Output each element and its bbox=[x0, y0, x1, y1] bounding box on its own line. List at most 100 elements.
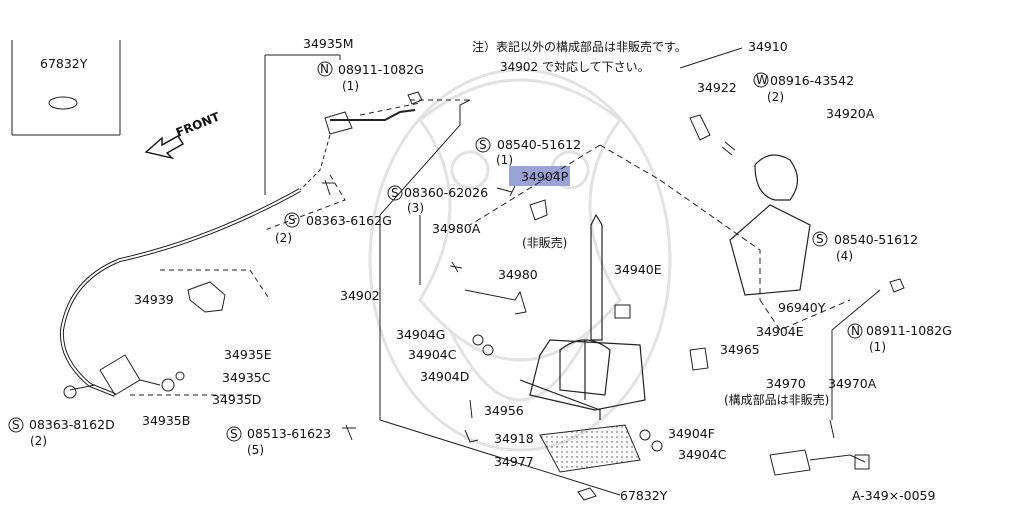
label-34970[interactable]: 34970 bbox=[766, 376, 806, 391]
washer-34904f bbox=[639, 429, 651, 441]
label-08363-mid[interactable]: 08363-6162G bbox=[306, 213, 392, 228]
qty-08540-right: (4) bbox=[836, 249, 853, 263]
screw-08540-mid[interactable]: S 08540-51612 (1) bbox=[475, 137, 581, 193]
label-34904g[interactable]: 34904G bbox=[396, 327, 445, 342]
prefix-n-right: N bbox=[851, 324, 860, 338]
label-34956[interactable]: 34956 bbox=[484, 403, 524, 418]
prefix-s-08363-mid: S bbox=[288, 213, 296, 227]
label-34910[interactable]: 34910 bbox=[748, 39, 788, 54]
label-34904c-mid[interactable]: 34904C bbox=[408, 347, 457, 362]
rod-34980 bbox=[464, 289, 527, 315]
label-34918[interactable]: 34918 bbox=[494, 431, 534, 446]
washer-34935c bbox=[175, 371, 185, 381]
boot-34918 bbox=[539, 424, 641, 473]
label-34904p-text[interactable]: 34904P bbox=[521, 169, 569, 184]
bracket-34904p bbox=[529, 199, 548, 221]
label-34935d[interactable]: 34935D bbox=[212, 392, 261, 407]
label-34940e[interactable]: 34940E bbox=[614, 262, 662, 277]
nut-08911-right[interactable]: N 08911-1082G (1) bbox=[847, 278, 952, 354]
label-34920a[interactable]: 34920A bbox=[826, 106, 875, 121]
label-08911-right[interactable]: 08911-1082G bbox=[866, 323, 952, 338]
prefix-n-top: N bbox=[320, 62, 329, 76]
label-08916[interactable]: 08916-43542 bbox=[770, 73, 854, 88]
label-67832y-bot[interactable]: 67832Y bbox=[620, 488, 668, 503]
bolt-08360[interactable]: S 08360-62026 (3) bbox=[387, 185, 488, 285]
cable-34935m bbox=[59, 54, 470, 397]
label-not-sold: (非販売) bbox=[522, 235, 567, 250]
label-08540-mid[interactable]: 08540-51612 bbox=[497, 137, 581, 152]
nut-08911-top[interactable]: N 08911-1082G (1) bbox=[317, 61, 424, 105]
label-34904f[interactable]: 34904F bbox=[668, 426, 715, 441]
note-line-2: 34902 で対応して下さい。 bbox=[500, 60, 650, 74]
qty-08513: (5) bbox=[247, 443, 264, 457]
label-34904d[interactable]: 34904D bbox=[420, 369, 469, 384]
washer-34935d bbox=[161, 378, 175, 392]
grommet-67832y[interactable] bbox=[48, 96, 78, 110]
label-34980[interactable]: 34980 bbox=[498, 267, 538, 282]
prefix-w: W bbox=[756, 73, 768, 87]
clip-34977 bbox=[464, 429, 479, 443]
label-34922[interactable]: 34922 bbox=[697, 80, 737, 95]
qty-08363-bot: (2) bbox=[30, 434, 47, 448]
arrow-icon bbox=[144, 135, 184, 160]
label-34970a[interactable]: 34970A bbox=[828, 376, 877, 391]
front-label: FRONT bbox=[174, 109, 223, 139]
qty-08916: (2) bbox=[767, 90, 784, 104]
label-34965[interactable]: 34965 bbox=[720, 342, 760, 357]
knob-34910 bbox=[754, 154, 799, 201]
label-08360[interactable]: 08360-62026 bbox=[404, 185, 488, 200]
pin-34910 bbox=[689, 114, 711, 141]
label-34935c[interactable]: 34935C bbox=[222, 370, 271, 385]
washer-34904d bbox=[482, 344, 494, 356]
cable-end-assembly bbox=[63, 354, 161, 399]
prefix-s-08363-bot: S bbox=[12, 418, 20, 432]
label-34902[interactable]: 34902 bbox=[340, 288, 380, 303]
label-08363-bot[interactable]: 08363-8162D bbox=[29, 417, 115, 432]
prefix-s-08540-right: S bbox=[816, 232, 824, 246]
label-96940y[interactable]: 96940Y bbox=[778, 300, 826, 315]
label-08911-top[interactable]: 08911-1082G bbox=[338, 62, 424, 77]
switch-34970 bbox=[769, 289, 881, 476]
qty-08363-mid: (2) bbox=[275, 231, 292, 245]
bolt-08363-mid[interactable]: S 08363-6162G (2) bbox=[275, 179, 392, 245]
label-08540-right[interactable]: 08540-51612 bbox=[834, 232, 918, 247]
label-34980a[interactable]: 34980A bbox=[432, 221, 481, 236]
grommet-67832y-bot bbox=[577, 487, 597, 501]
prefix-s-08540-mid: S bbox=[479, 138, 487, 152]
clip-34956 bbox=[469, 399, 473, 419]
watermark-emblem bbox=[368, 68, 672, 452]
washer-08916[interactable]: W 08916-43542 (2) bbox=[753, 72, 854, 104]
bolt-08363-bot[interactable]: S 08363-8162D (2) bbox=[8, 417, 115, 448]
label-34935e[interactable]: 34935E bbox=[224, 347, 272, 362]
washer-34904c-bot bbox=[651, 440, 663, 452]
prefix-s-08513: S bbox=[230, 427, 238, 441]
indicator-96940y bbox=[729, 204, 811, 296]
shift-lever-assembly bbox=[519, 213, 646, 420]
screw-08540-right[interactable]: S 08540-51612 (4) bbox=[812, 231, 918, 263]
note-line-1: 注）表記以外の構成部品は非販売です。 bbox=[472, 39, 687, 54]
label-34935b[interactable]: 34935B bbox=[142, 413, 190, 428]
drawing-id: A-349×-0059 bbox=[852, 488, 935, 503]
spring-34922 bbox=[721, 141, 736, 156]
part-67832y-box: 67832Y bbox=[11, 40, 121, 136]
highlight-34904p bbox=[509, 166, 570, 186]
qty-08360: (3) bbox=[407, 201, 424, 215]
bracket-34939 bbox=[187, 281, 226, 313]
label-34904c-bot[interactable]: 34904C bbox=[678, 447, 727, 462]
qty-08911-right: (1) bbox=[869, 340, 886, 354]
label-08513[interactable]: 08513-61623 bbox=[247, 426, 331, 441]
bolt-34980a bbox=[449, 261, 463, 273]
clip-08513[interactable]: S 08513-61623 (5) bbox=[226, 424, 356, 457]
qty-08911-top: (1) bbox=[342, 79, 359, 93]
label-34939[interactable]: 34939 bbox=[134, 292, 174, 307]
outline-34902 bbox=[379, 99, 851, 496]
washer-34904c-mid bbox=[472, 334, 484, 346]
front-arrow: FRONT bbox=[144, 109, 223, 160]
label-assembly-not-sold: (構成部品は非販売) bbox=[724, 392, 829, 407]
label-34935m[interactable]: 34935M bbox=[303, 36, 354, 51]
label-34977[interactable]: 34977 bbox=[494, 454, 534, 469]
part-34940e bbox=[614, 304, 631, 319]
label-67832y-top[interactable]: 67832Y bbox=[40, 56, 88, 71]
label-34904e[interactable]: 34904E bbox=[756, 324, 804, 339]
